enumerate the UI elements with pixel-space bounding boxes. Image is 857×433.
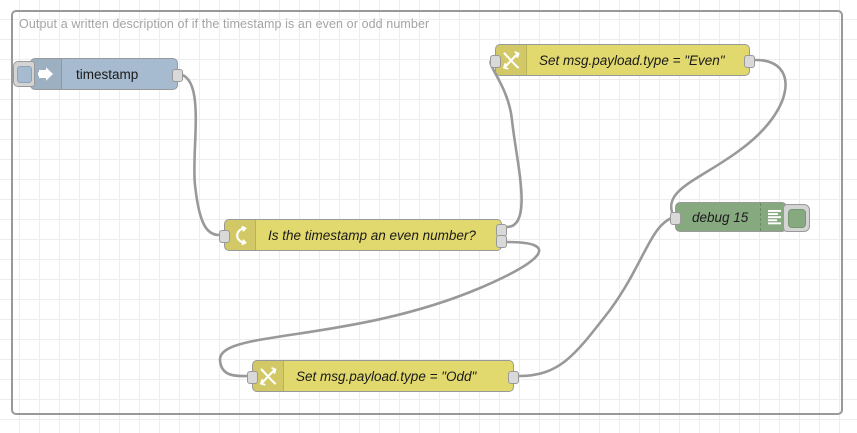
input-port[interactable] [247, 370, 258, 384]
node-label: timestamp [76, 66, 139, 82]
debug-toggle-button[interactable] [783, 204, 810, 232]
node-group-label: Output a written description of if the t… [19, 17, 430, 31]
node-label: Is the timestamp an even number? [268, 227, 476, 243]
node-change-even[interactable]: Set msg.payload.type = "Even" [490, 44, 755, 76]
output-port-1[interactable] [744, 54, 755, 68]
switch-branch-icon [225, 220, 256, 250]
input-port[interactable] [219, 229, 230, 243]
node-debug-15[interactable]: debug 15 [670, 202, 810, 232]
output-port-2[interactable] [496, 234, 507, 248]
node-switch-even-check[interactable]: Is the timestamp an even number? [219, 219, 507, 251]
debug-lines-icon [760, 203, 787, 231]
inject-arrow-icon [31, 59, 62, 89]
change-swap-icon [496, 45, 527, 75]
node-label: Set msg.payload.type = "Even" [539, 52, 725, 68]
debug-button-knob [787, 208, 806, 228]
node-change-odd[interactable]: Set msg.payload.type = "Odd" [247, 360, 519, 392]
input-port[interactable] [490, 54, 501, 68]
output-port-1[interactable] [172, 68, 183, 82]
inject-trigger-button[interactable] [13, 61, 35, 87]
node-inject-timestamp[interactable]: timestamp [13, 58, 183, 90]
node-label: debug 15 [692, 209, 749, 225]
node-label: Set msg.payload.type = "Odd" [296, 368, 477, 384]
inject-button-knob [16, 65, 32, 83]
change-swap-icon [253, 361, 284, 391]
node-group-box[interactable] [11, 10, 843, 415]
input-port[interactable] [670, 211, 681, 225]
output-port-1[interactable] [508, 370, 519, 384]
